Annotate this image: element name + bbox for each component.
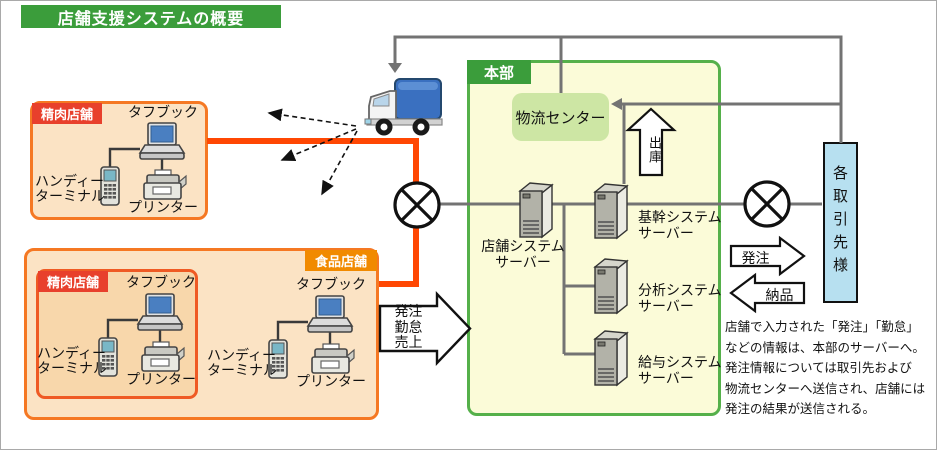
store-to-hq-arrow-label: 発注 勤怠 売上 [394, 304, 423, 351]
shipment-arrow-shape [625, 107, 677, 177]
toughbook-label-1: タフブック [128, 105, 198, 121]
printer-icon-3 [311, 343, 355, 374]
partners-box: 各取引先様 [823, 142, 858, 303]
payroll-system-server-label: 給与システム サーバー [638, 355, 722, 387]
store-system-server-label: 店舗システム サーバー [481, 239, 565, 271]
store-to-hq-arrow-shape [378, 291, 472, 366]
logistics-center-label: 物流センター [515, 108, 606, 127]
core-system-server-icon [593, 183, 629, 240]
toughbook-label-3: タフブック [296, 277, 366, 293]
explanation-note: 店舗で入力された「発注」「勤怠」 などの情報は、本部のサーバーへ。 発注情報につ… [725, 319, 926, 416]
wireless-dashed-arrows [267, 108, 358, 196]
handy-terminal-icon-1 [100, 166, 120, 206]
handy-terminal-label-3: ハンディー ターミナル [207, 348, 277, 379]
printer-icon-2 [141, 341, 185, 372]
delivery-arrow: 納品 [729, 272, 806, 314]
partners-label: 各取引先様 [831, 165, 849, 280]
toughbook-label-2: タフブック [126, 275, 196, 291]
handy-terminal-icon-3 [268, 339, 288, 379]
shipment-arrow: 出庫 [625, 107, 677, 177]
headquarters-tag: 本部 [467, 60, 531, 84]
payroll-system-server-icon [593, 330, 629, 387]
store-to-hq-arrow: 発注 勤怠 売上 [378, 291, 472, 366]
order-arrow-shape [729, 235, 806, 277]
delivery-arrow-label: 納品 [765, 288, 794, 304]
delivery-truck-icon [364, 78, 443, 136]
truck-wire-arrowhead [388, 63, 402, 73]
toughbook-icon-3 [306, 295, 354, 333]
printer-label-3: プリンター [296, 374, 366, 390]
printer-label-2: プリンター [126, 372, 196, 388]
meat-store-top-tag: 精肉店舗 [32, 103, 102, 124]
analysis-system-server-label: 分析システム サーバー [638, 283, 722, 315]
handy-terminal-icon-2 [98, 337, 118, 377]
headquarters-box [467, 60, 721, 416]
logistics-center-box: 物流センター [512, 93, 609, 141]
printer-icon-1 [143, 169, 187, 200]
order-arrow: 発注 [729, 235, 806, 277]
printer-label-1: プリンター [128, 200, 198, 216]
meat-store-inner-tag: 精肉店舗 [38, 271, 108, 292]
network-node-icon-left [393, 181, 441, 229]
shipment-arrow-label: 出庫 [646, 136, 661, 164]
page-title: 店舗支援システムの概要 [21, 5, 281, 28]
network-node-icon-right [743, 180, 791, 228]
toughbook-icon-2 [136, 293, 184, 331]
handy-terminal-label-1: ハンディー ターミナル [35, 174, 105, 205]
order-arrow-label: 発注 [741, 251, 770, 267]
food-store-tag: 食品店舗 [305, 250, 377, 271]
store-network-line [207, 138, 419, 287]
analysis-system-server-icon [593, 258, 629, 315]
core-system-server-label: 基幹システム サーバー [638, 210, 722, 242]
delivery-arrow-shape [729, 272, 806, 314]
store-system-server-icon [518, 182, 554, 239]
logistics-wire-arrowhead [611, 98, 622, 110]
handy-terminal-label-2: ハンディー ターミナル [37, 346, 107, 377]
toughbook-icon-1 [138, 122, 186, 160]
